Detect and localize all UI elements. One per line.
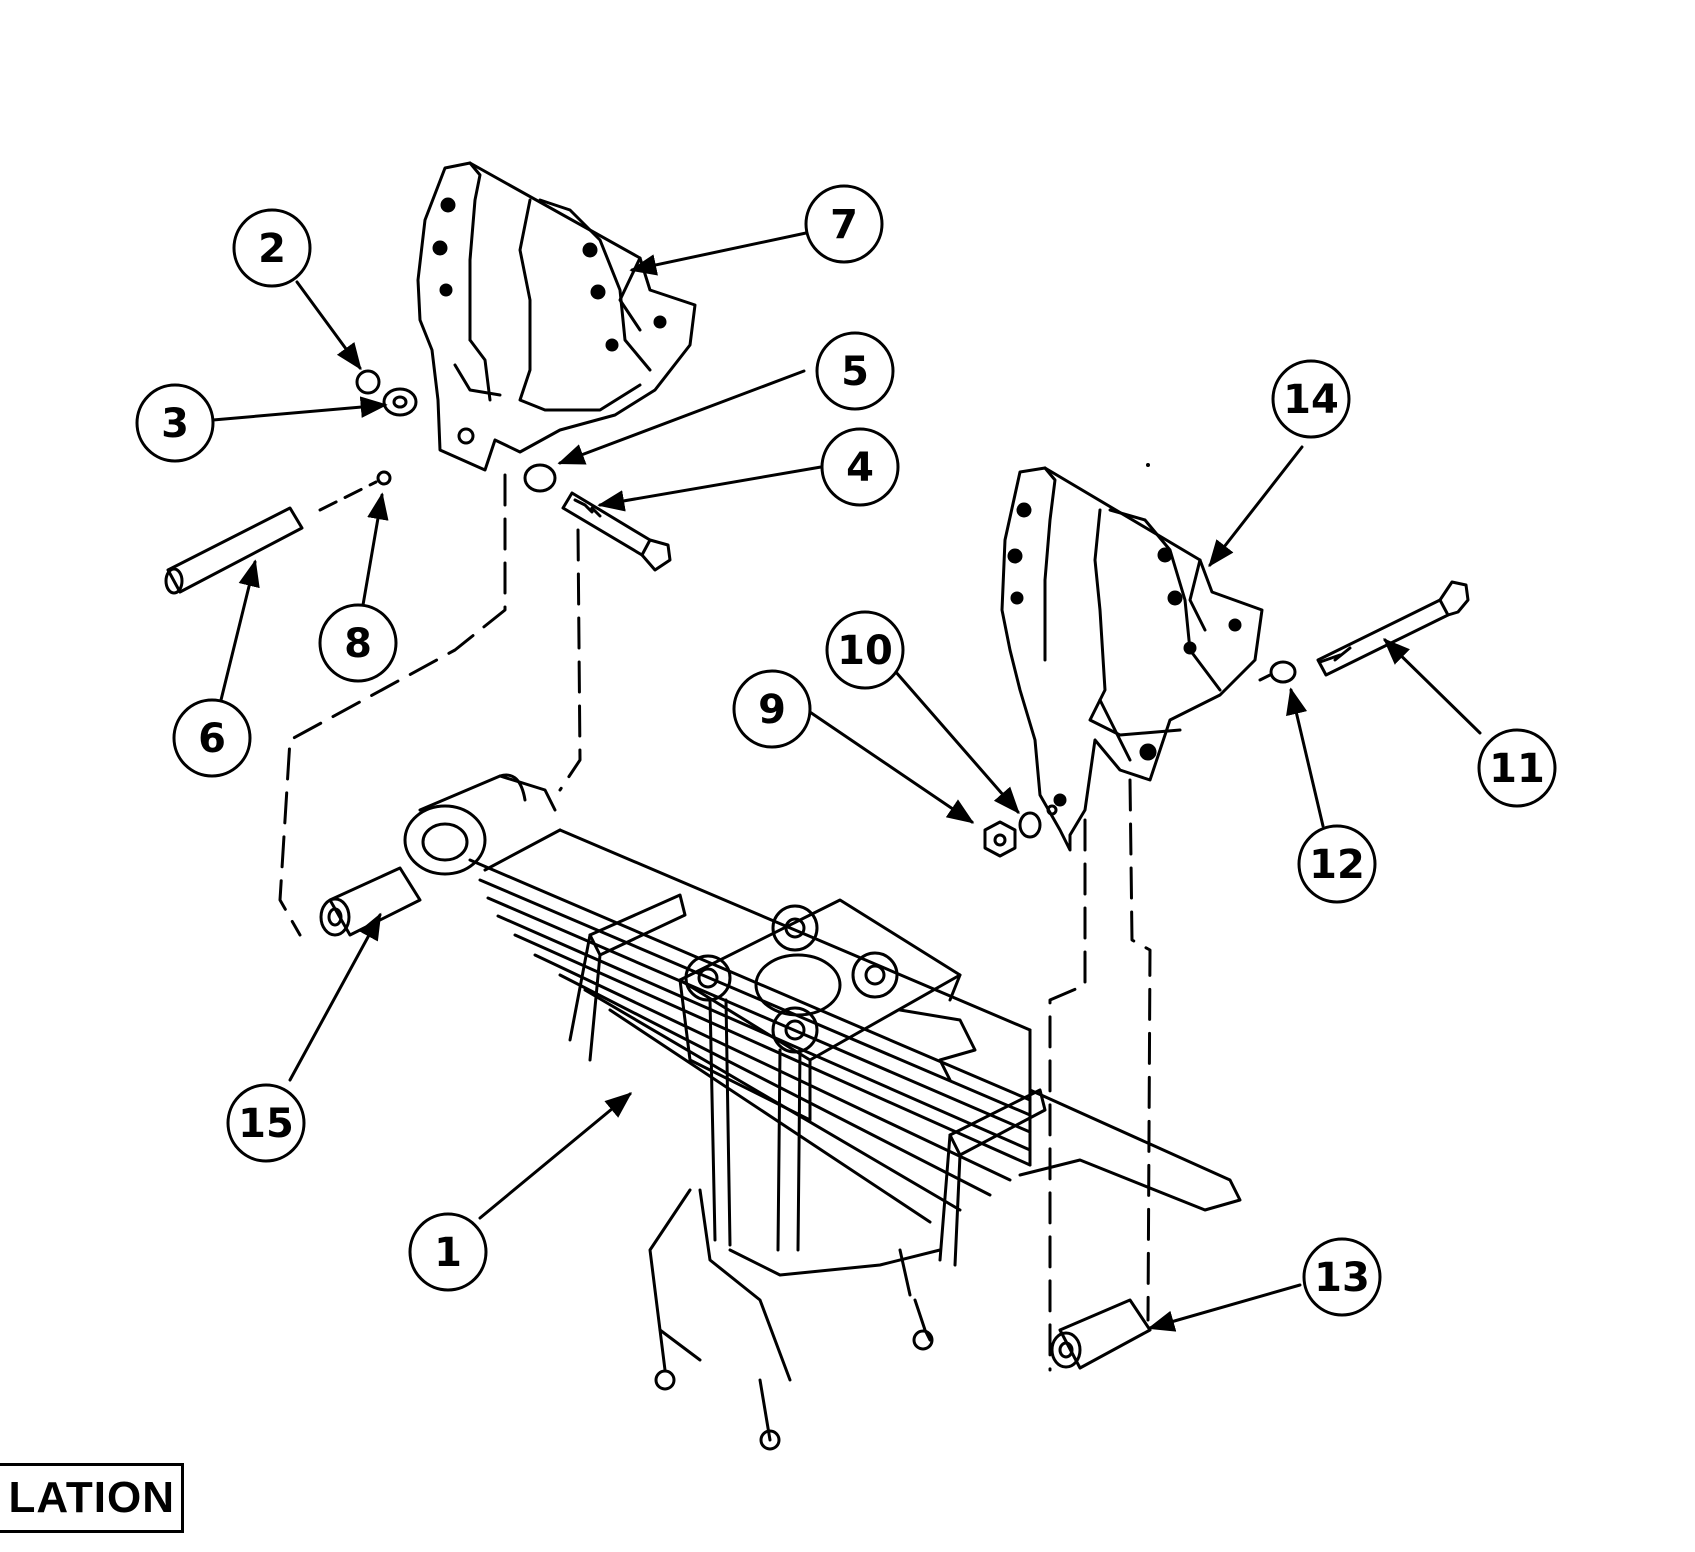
callout-label: 12 — [1309, 842, 1365, 888]
callout-label: 9 — [758, 687, 786, 733]
callout-15: 15 — [226, 1083, 306, 1163]
bushing-front — [319, 866, 422, 937]
callout-label: 6 — [198, 716, 226, 762]
callout-label: 13 — [1314, 1255, 1370, 1301]
assembly-line-rear-2 — [1128, 778, 1152, 1322]
assembly-line-front-1 — [278, 473, 507, 937]
callout-label: 1 — [434, 1230, 462, 1276]
callout-9: 9 — [732, 669, 812, 749]
callout-10: 10 — [825, 610, 905, 690]
callout-11: 11 — [1477, 728, 1557, 808]
callout-label: 15 — [238, 1101, 294, 1147]
caption-text: LATION — [8, 1473, 175, 1522]
callout-label: 3 — [161, 401, 189, 447]
caption-box: LATION — [0, 1463, 184, 1533]
callout-4: 4 — [820, 427, 900, 507]
callout-label: 7 — [830, 202, 858, 248]
callout-13: 13 — [1302, 1237, 1382, 1317]
rear-spring-hanger — [1000, 466, 1264, 852]
callout-7: 7 — [804, 184, 884, 264]
leader-arrows — [211, 231, 1482, 1332]
callout-5: 5 — [815, 331, 895, 411]
leaf-spring — [403, 773, 1242, 1451]
bolt-nut-washer-front — [355, 369, 672, 572]
callout-label: 10 — [837, 628, 893, 674]
callout-label: 8 — [344, 621, 372, 667]
callout-14: 14 — [1271, 359, 1351, 439]
callout-2: 2 — [232, 208, 312, 288]
callout-label: 2 — [258, 226, 286, 272]
front-spring-hanger — [416, 161, 697, 472]
callout-12: 12 — [1297, 824, 1377, 904]
stray-mark — [1146, 463, 1150, 467]
bolt-washer-rear — [1258, 580, 1470, 684]
callout-label: 11 — [1489, 746, 1545, 792]
callout-label: 14 — [1283, 377, 1339, 423]
assembly-line-front-2 — [558, 528, 582, 792]
callout-label: 4 — [846, 445, 874, 491]
callout-8: 8 — [318, 603, 398, 683]
callout-6: 6 — [172, 698, 252, 778]
bushing-rear — [1050, 1298, 1152, 1370]
callout-label: 5 — [841, 349, 869, 395]
callout-3: 3 — [135, 383, 215, 463]
nut-washer-rear — [983, 804, 1058, 858]
spring-pin — [164, 470, 392, 595]
assembly-line-rear-1 — [1048, 818, 1087, 1372]
callout-1: 1 — [408, 1212, 488, 1292]
